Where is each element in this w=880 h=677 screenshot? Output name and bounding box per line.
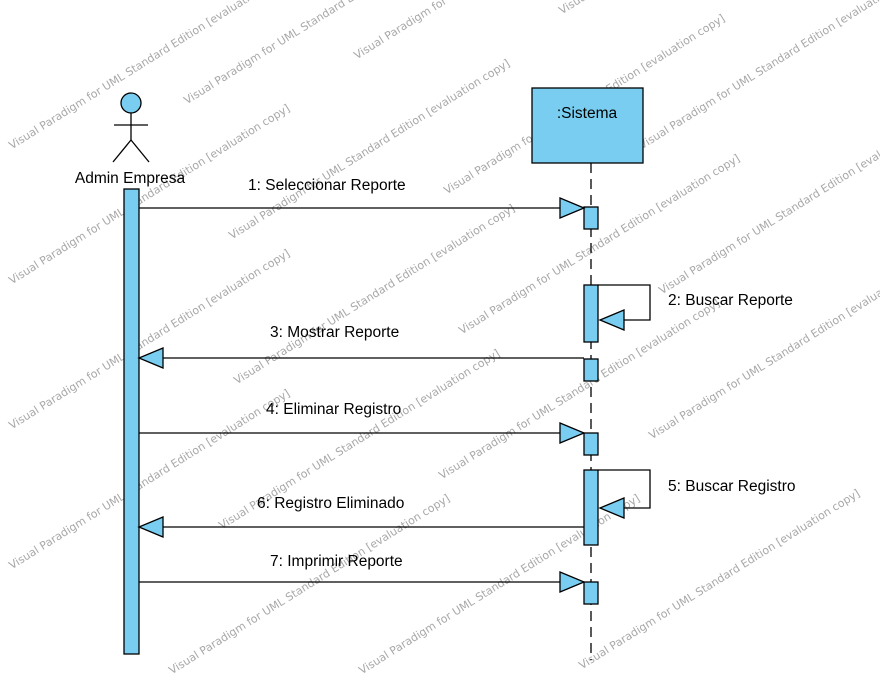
lifeline-sistema[interactable]: :Sistema	[531, 87, 644, 164]
system-activation	[583, 581, 599, 605]
message-4-arrowhead	[559, 422, 586, 444]
actor-right-leg	[130, 139, 150, 163]
message-3-arrowhead	[137, 347, 164, 369]
message-5-self[interactable]: 5: Buscar Registro	[598, 469, 796, 519]
actor-name: Admin Empresa	[75, 170, 186, 187]
lifeline-sistema-name: :Sistema	[557, 105, 618, 122]
message-7-arrowhead	[559, 571, 586, 593]
message-1[interactable]: 1: Seleccionar Reporte	[139, 177, 586, 219]
message-5-label: 5: Buscar Registro	[668, 478, 796, 495]
message-3[interactable]: 3: Mostrar Reporte	[137, 324, 584, 369]
message-6[interactable]: 6: Registro Eliminado	[137, 495, 584, 538]
message-6-arrowhead	[137, 516, 164, 538]
message-4[interactable]: 4: Eliminar Registro	[139, 401, 586, 444]
message-2-arrowhead	[598, 309, 625, 331]
system-activation	[583, 469, 599, 546]
system-activation	[583, 358, 599, 382]
actor-head	[120, 92, 142, 114]
system-activation	[583, 206, 599, 230]
actor-left-leg	[112, 139, 132, 163]
message-7[interactable]: 7: Imprimir Reporte	[139, 553, 586, 593]
message-5-arrowhead	[598, 497, 625, 519]
lifeline-sistema-box	[531, 87, 644, 164]
system-activation	[583, 432, 599, 456]
message-1-arrowhead	[559, 197, 586, 219]
message-1-label: 1: Seleccionar Reporte	[248, 177, 406, 194]
message-5-line	[598, 469, 651, 509]
actor-admin-empresa[interactable]: Admin Empresa	[75, 92, 186, 187]
message-2-line	[598, 284, 651, 321]
message-2-label: 2: Buscar Reporte	[668, 292, 793, 309]
message-2-self[interactable]: 2: Buscar Reporte	[598, 284, 793, 331]
actor-activation-bar	[123, 188, 140, 655]
system-activation	[583, 284, 599, 343]
message-4-label: 4: Eliminar Registro	[266, 401, 401, 418]
message-3-label: 3: Mostrar Reporte	[270, 324, 399, 341]
message-7-label: 7: Imprimir Reporte	[270, 553, 403, 570]
message-6-label: 6: Registro Eliminado	[257, 495, 404, 512]
